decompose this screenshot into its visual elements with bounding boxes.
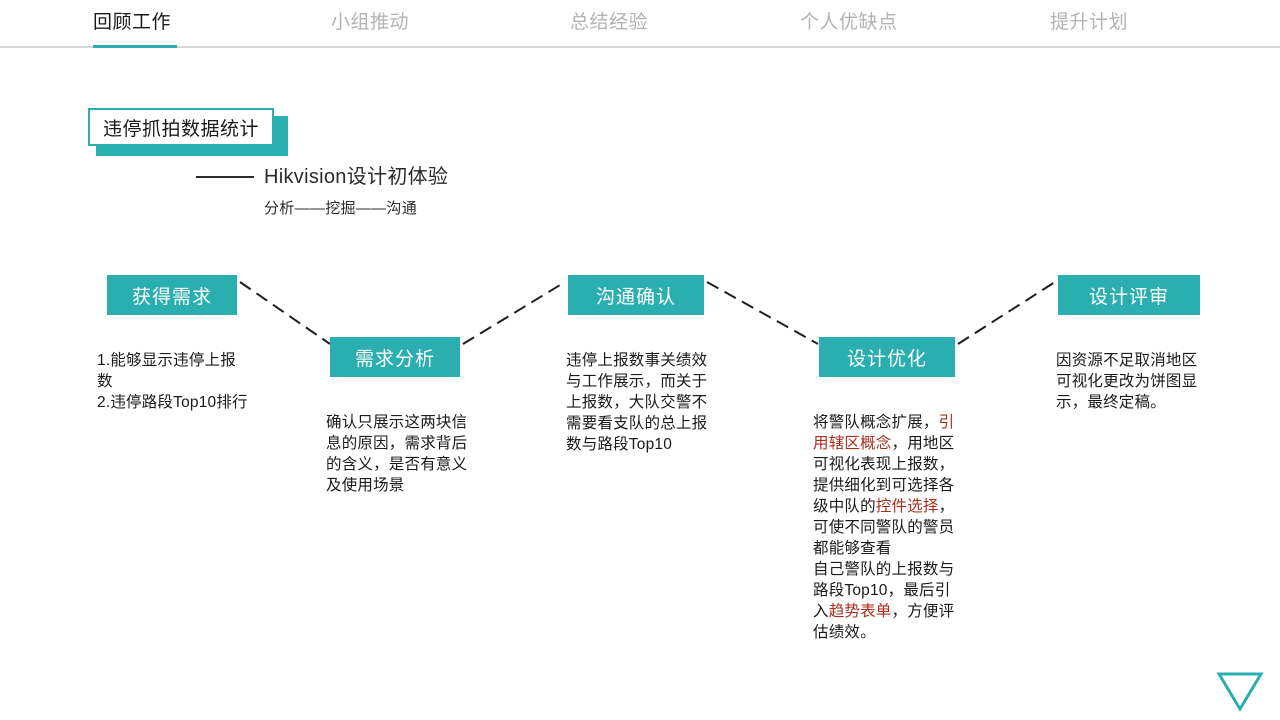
page-title-box: 违停抓拍数据统计 (88, 108, 274, 146)
nav-tab-label-2: 小组推动 (331, 12, 410, 33)
top-navigation: 回顾工作 小组推动 总结经验 个人优缺点 提升计划 (0, 0, 1280, 48)
connector-4-5 (957, 281, 1056, 345)
flow-step-description-4: 将警队概念扩展，引用辖区概念，用地区可视化表现上报数，提供细化到可选择各级中队的… (813, 414, 955, 641)
page-title: 违停抓拍数据统计 (102, 118, 259, 140)
flow-step-label-5: 设计评审 (1088, 286, 1169, 308)
nav-tab-label-5: 提升计划 (1050, 12, 1129, 33)
flow-step-label-2: 需求分析 (354, 348, 435, 370)
triangle-down-icon[interactable] (1216, 670, 1264, 712)
nav-tab-5[interactable]: 提升计划 (1050, 10, 1128, 36)
connector-3-4 (706, 281, 819, 345)
highlighted-term: 控件选择 (875, 498, 939, 515)
flow-step-description-1: 1.能够显示违停上报数 2.违停路段Top10排行 (97, 352, 248, 411)
subtitle-main: Hikvision设计初体验 (264, 166, 449, 188)
flow-step-description-2: 确认只展示这两块信息的原因，需求背后的含义，是否有意义及使用场景 (326, 414, 468, 494)
nav-active-underline (93, 45, 177, 48)
flow-step-box-5[interactable]: 设计评审 (1058, 275, 1200, 315)
flow-step-box-1[interactable]: 获得需求 (107, 275, 237, 315)
flow-step-label-3: 沟通确认 (595, 286, 676, 308)
flow-step-label-1: 获得需求 (131, 286, 212, 308)
highlighted-term: 趋势表单 (828, 603, 892, 620)
subtitle-rule-icon (196, 176, 254, 178)
flow-step-box-2[interactable]: 需求分析 (330, 337, 460, 377)
flow-step-description-5: 因资源不足取消地区可视化更改为饼图显示，最终定稿。 (1056, 352, 1198, 411)
connector-1-2 (239, 281, 331, 345)
flow-step-box-4[interactable]: 设计优化 (819, 337, 955, 377)
connector-2-3 (462, 281, 566, 345)
nav-tab-label-3: 总结经验 (570, 12, 649, 33)
flow-step-label-4: 设计优化 (846, 348, 927, 370)
nav-tab-label-4: 个人优缺点 (800, 12, 898, 33)
nav-tab-2[interactable]: 小组推动 (331, 10, 409, 36)
flow-step-description-3: 违停上报数事关绩效与工作展示，而关于上报数，大队交警不需要看支队的总上报数与路段… (566, 352, 708, 453)
nav-item-list: 回顾工作 小组推动 总结经验 个人优缺点 提升计划 (0, 0, 1280, 46)
subtitle-sub: 分析——挖掘——沟通 (264, 200, 418, 217)
nav-baseline-divider (0, 46, 1280, 48)
page-title-badge: 违停抓拍数据统计 (88, 108, 288, 156)
nav-tab-1[interactable]: 回顾工作 (93, 10, 171, 36)
flow-step-box-3[interactable]: 沟通确认 (568, 275, 704, 315)
nav-tab-label-1: 回顾工作 (93, 12, 172, 33)
highlighted-term: 引用辖区概念 (813, 414, 955, 452)
nav-tab-4[interactable]: 个人优缺点 (800, 10, 898, 36)
nav-tab-3[interactable]: 总结经验 (570, 10, 648, 36)
